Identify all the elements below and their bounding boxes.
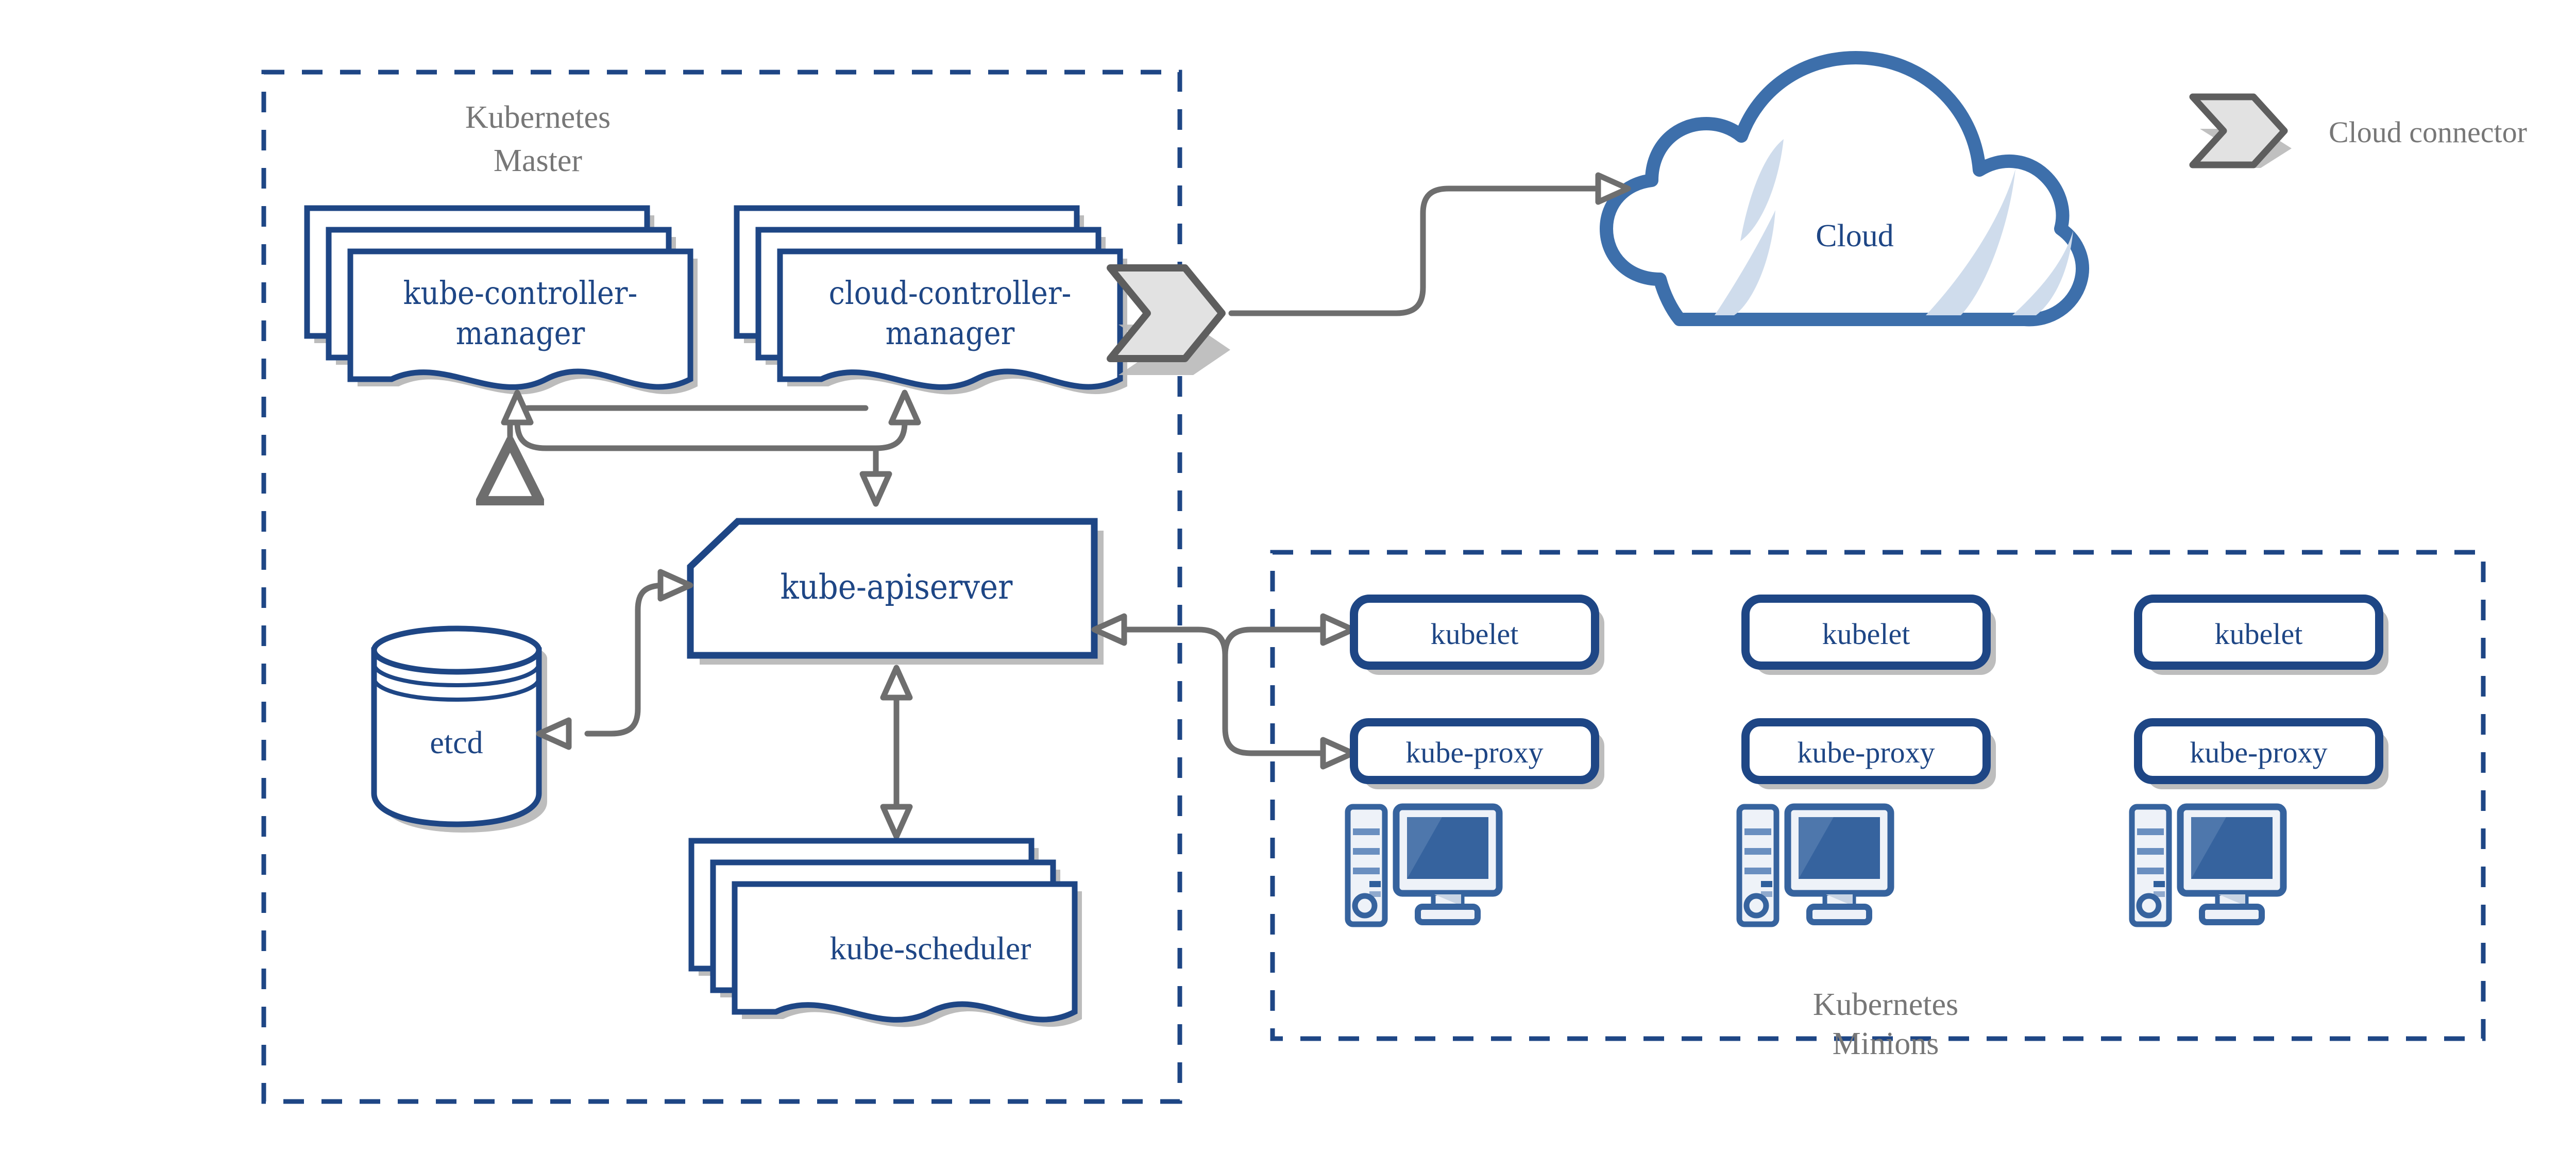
kube-controller-manager-node[interactable]: kube-controller- manager bbox=[307, 208, 698, 395]
kubelet-label-2: kubelet bbox=[1822, 617, 1910, 651]
cloud-node[interactable]: Cloud bbox=[1600, 51, 2089, 327]
connector-ccm-to-cloud bbox=[1228, 185, 1604, 316]
arrowhead-to-apiserver-right bbox=[1091, 613, 1127, 646]
kube-proxy-box-2[interactable]: kube-proxy bbox=[1741, 718, 1996, 789]
kube-proxy-box-3[interactable]: kube-proxy bbox=[2134, 718, 2388, 789]
connector-apiserver-etcd bbox=[584, 582, 668, 737]
arrowhead-to-apiserver-top bbox=[859, 471, 892, 507]
minions-panel-label-line1: Kubernetes bbox=[1813, 987, 1958, 1022]
arrowhead-to-kubelet bbox=[1320, 613, 1356, 646]
desktop-computer-icon-3 bbox=[2132, 807, 2283, 924]
master-panel-label-line2: Master bbox=[494, 143, 583, 178]
kubelet-box-1[interactable]: kubelet bbox=[1350, 595, 1604, 675]
cloud-controller-manager-node[interactable]: cloud-controller- manager bbox=[737, 208, 1127, 395]
arrowhead-scheduler-up bbox=[880, 665, 913, 701]
arrowhead-to-etcd bbox=[536, 717, 572, 750]
kube-proxy-label-3: kube-proxy bbox=[2190, 736, 2327, 769]
arrowhead-to-cloud-controller-manager bbox=[888, 389, 921, 426]
kube-proxy-label-1: kube-proxy bbox=[1405, 736, 1543, 769]
legend-cloud-connector: Cloud connector bbox=[2189, 93, 2527, 168]
connector-apiserver-to-controllers bbox=[510, 405, 869, 443]
master-panel-border bbox=[261, 70, 1182, 1104]
arrowhead-to-apiserver-left bbox=[657, 569, 693, 602]
desktop-computer-icon-1 bbox=[1348, 807, 1499, 924]
cloud-connector-icon bbox=[1107, 264, 1230, 375]
cloud-controller-manager-label-line2: manager bbox=[886, 314, 1015, 352]
connector-apiserver-controllers-group bbox=[514, 404, 908, 493]
kubelet-label-3: kubelet bbox=[2215, 617, 2303, 651]
minion-node-1[interactable]: kubelet kube-proxy bbox=[1348, 595, 1604, 924]
minion-node-3[interactable]: kubelet kube-proxy bbox=[2132, 595, 2388, 924]
cloud-label: Cloud bbox=[1816, 218, 1894, 253]
arrowhead-scheduler-down bbox=[880, 804, 913, 840]
cloud-accent-shapes bbox=[1715, 139, 2073, 315]
minion-node-2[interactable]: kubelet kube-proxy bbox=[1739, 595, 1996, 924]
kubelet-label-1: kubelet bbox=[1431, 617, 1519, 651]
arrowhead-to-cloud bbox=[1595, 172, 1631, 205]
minions-panel-label-line2: Minions bbox=[1833, 1026, 1939, 1061]
kubelet-box-3[interactable]: kubelet bbox=[2134, 595, 2388, 675]
kube-controller-manager-label-line1: kube-controller- bbox=[403, 274, 638, 312]
kube-proxy-box-1[interactable]: kube-proxy bbox=[1350, 718, 1604, 789]
arrowhead-to-kube-proxy bbox=[1320, 737, 1356, 770]
kube-controller-manager-label-line2: manager bbox=[456, 314, 585, 352]
arrowhead-to-kube-controller-manager bbox=[501, 389, 534, 426]
etcd-label: etcd bbox=[430, 725, 483, 760]
etcd-node[interactable]: etcd bbox=[371, 625, 547, 833]
desktop-computer-icon-2 bbox=[1739, 807, 1891, 924]
kube-proxy-label-2: kube-proxy bbox=[1797, 736, 1935, 769]
kube-scheduler-label: kube-scheduler bbox=[830, 930, 1031, 967]
cloud-controller-manager-label-line1: cloud-controller- bbox=[829, 274, 1072, 312]
kube-apiserver-node[interactable]: kube-apiserver bbox=[687, 518, 1104, 665]
kubelet-box-2[interactable]: kubelet bbox=[1741, 595, 1996, 675]
connector-apiserver-to-minions bbox=[1118, 626, 1327, 756]
kube-scheduler-node[interactable]: kube-scheduler bbox=[691, 841, 1082, 1027]
kube-apiserver-label: kube-apiserver bbox=[781, 567, 1013, 607]
master-panel-label-line1: Kubernetes bbox=[465, 100, 611, 135]
minions-panel-border bbox=[1270, 550, 2486, 1041]
legend-cloud-connector-label: Cloud connector bbox=[2329, 115, 2527, 149]
